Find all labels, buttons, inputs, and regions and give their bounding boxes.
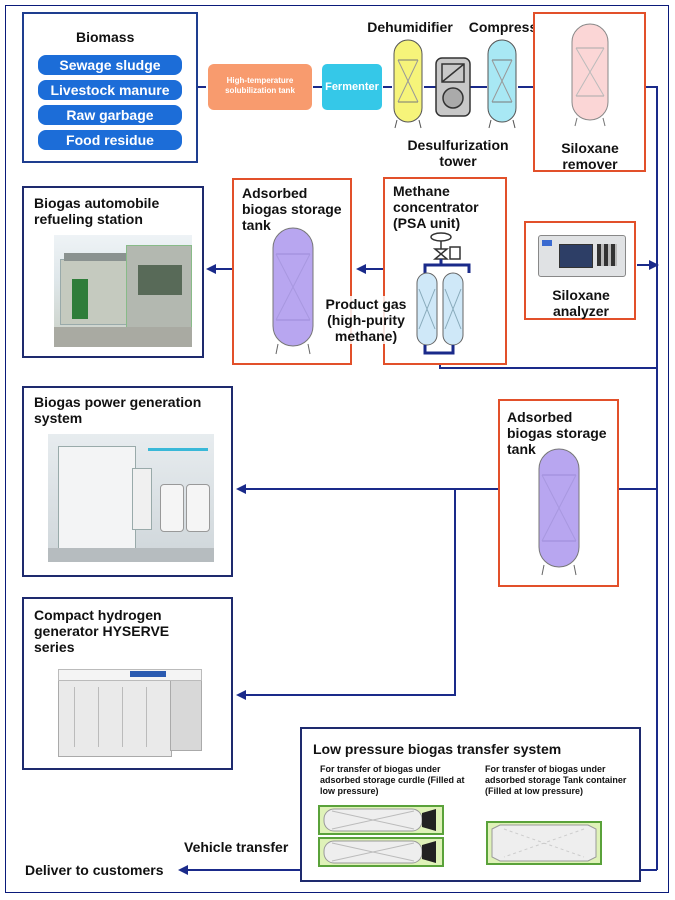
hydrogen-generator-box: Compact hydrogen generator HYSERVE serie… — [22, 597, 233, 770]
deliver-to-customers-label: Deliver to customers — [25, 862, 164, 878]
vehicle-transfer-label: Vehicle transfer — [184, 839, 289, 855]
refueling-station-photo — [54, 235, 192, 347]
solubilization-tank-label: High-temperature solubilization tank — [225, 76, 295, 95]
power-generation-photo — [48, 434, 214, 562]
compressor-label: Compressor — [468, 19, 552, 35]
refueling-station-box: Biogas automobile refueling station — [22, 186, 204, 358]
biomass-item-food-residue: Food residue — [38, 130, 182, 150]
siloxane-remover-label: Siloxane remover — [561, 140, 619, 172]
product-gas-label: Product gas (high-purity methane) — [318, 296, 414, 344]
siloxane-analyzer-box: Siloxane analyzer — [524, 221, 636, 320]
tank-container-icon — [486, 821, 602, 865]
transfer-system-title: Low pressure biogas transfer system — [313, 741, 562, 757]
fermenter — [322, 64, 382, 110]
biomass-box: Biomass Sewage sludge Livestock manure R… — [22, 12, 198, 163]
adsorbed-tank-top-box: Adsorbed biogas storage tank — [232, 178, 352, 365]
psa-unit-icon — [416, 232, 471, 355]
adsorbed-tank-top-title: Adsorbed biogas storage tank — [242, 185, 342, 233]
biomass-title: Biomass — [76, 29, 135, 45]
tank-container-caption: For transfer of biogas under adsorbed st… — [485, 764, 627, 796]
hydrogen-generator-photo — [54, 661, 204, 761]
adsorbed-tank-mid-title: Adsorbed biogas storage tank — [507, 409, 607, 457]
siloxane-analyzer-device — [538, 235, 626, 277]
desulfurization-tower-label: Desulfurization tower — [407, 137, 509, 169]
siloxane-analyzer-label: Siloxane analyzer — [552, 287, 610, 319]
fermenter-label: Fermenter — [325, 81, 379, 93]
biomass-item-livestock-manure: Livestock manure — [38, 80, 182, 100]
adsorbed-tank-mid-box: Adsorbed biogas storage tank — [498, 399, 619, 587]
desulfurization-tower-icon — [435, 57, 471, 117]
adsorbed-tank-mid-vessel — [538, 448, 580, 576]
adsorbed-storage-curdle-icon — [318, 805, 444, 867]
biomass-item-raw-garbage: Raw garbage — [38, 105, 182, 125]
biomass-item-sewage-sludge: Sewage sludge — [38, 55, 182, 75]
solubilization-tank — [208, 64, 312, 110]
adsorbed-tank-top-vessel — [272, 227, 314, 355]
refueling-station-title: Biogas automobile refueling station — [34, 195, 160, 227]
outer-frame — [5, 5, 669, 893]
curdle-caption: For transfer of biogas under adsorbed st… — [320, 764, 465, 796]
dehumidifier-label: Dehumidifier — [367, 19, 453, 35]
methane-concentrator-title: Methane concentrator (PSA unit) — [393, 183, 479, 231]
siloxane-remover-vessel — [571, 23, 609, 127]
hydrogen-generator-title: Compact hydrogen generator HYSERVE serie… — [34, 607, 170, 655]
compressor-vessel — [487, 39, 517, 129]
transfer-system-box: Low pressure biogas transfer system For … — [300, 727, 641, 882]
siloxane-remover-box: Siloxane remover — [533, 12, 646, 172]
power-generation-title: Biogas power generation system — [34, 394, 202, 426]
dehumidifier-vessel — [393, 39, 423, 129]
power-generation-box: Biogas power generation system — [22, 386, 233, 577]
